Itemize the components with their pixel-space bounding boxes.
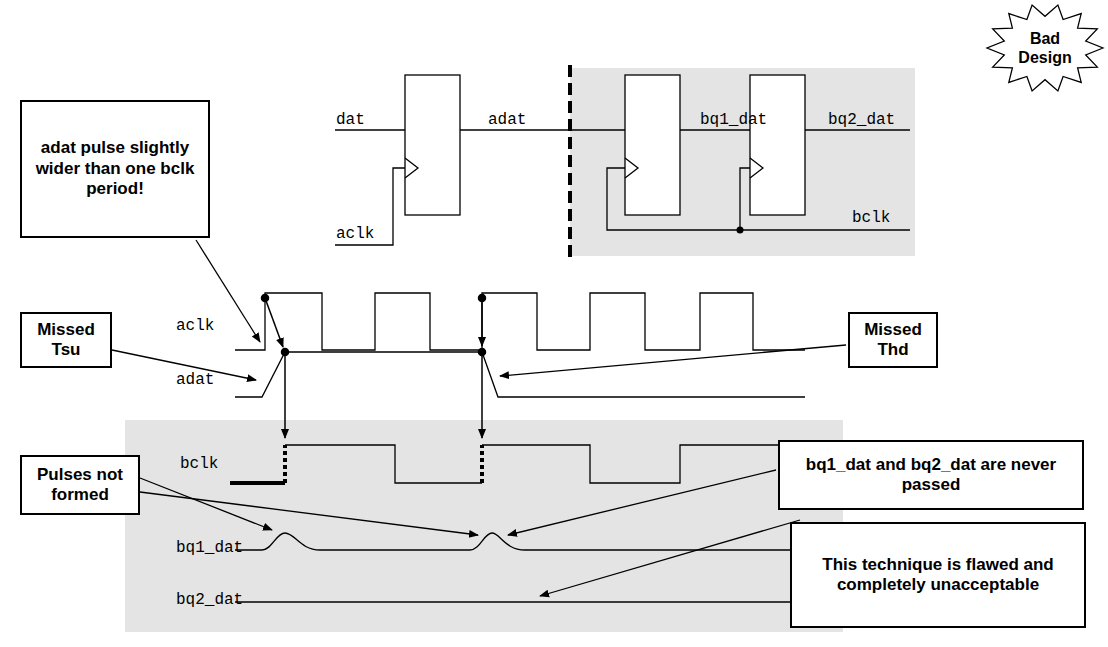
clock-domain-boundary — [568, 65, 572, 258]
waveforms — [235, 293, 838, 602]
signal-name: bclk — [852, 210, 890, 226]
warning-starburst: Bad Design — [985, 2, 1105, 94]
bclk-domain-region — [570, 68, 915, 256]
leader-lines — [112, 240, 846, 596]
signal-name: bq2_dat — [176, 592, 243, 608]
bclk-waveform-region — [125, 420, 843, 632]
callout-box: MissedTsu — [20, 312, 112, 368]
callout-text: bq1_dat and bq2_dat are never passed — [786, 455, 1076, 496]
schematic — [335, 75, 910, 245]
signal-name: dat — [336, 112, 365, 128]
signal-name: bq1_dat — [700, 112, 767, 128]
signal-name: bclk — [180, 456, 218, 472]
callout-text: This technique is flawed and completely … — [798, 555, 1078, 596]
callout-text: Pulses not formed — [28, 465, 132, 506]
signal-name: adat — [488, 112, 526, 128]
callout-box: bq1_dat and bq2_dat are never passed — [778, 440, 1084, 510]
callout-text: adat pulse slightly wider than one bclk … — [28, 138, 202, 199]
signal-name: bq2_dat — [828, 112, 895, 128]
signal-name: aclk — [176, 318, 214, 334]
callout-text: Missed — [37, 320, 95, 340]
timing-arrows — [262, 295, 486, 439]
callout-box: Pulses not formed — [20, 455, 140, 515]
callout-text: Thd — [877, 340, 908, 360]
callout-box: adat pulse slightly wider than one bclk … — [20, 100, 210, 238]
signal-name: adat — [176, 372, 214, 388]
signal-name: aclk — [336, 226, 374, 242]
note-box: This technique is flawed and completely … — [790, 522, 1086, 628]
callout-text: Missed — [864, 320, 922, 340]
callout-text: Tsu — [52, 340, 81, 360]
warning-text: Bad Design — [1014, 29, 1076, 67]
starburst-outline — [985, 2, 1105, 94]
callout-box: MissedThd — [848, 312, 938, 368]
signal-name: bq1_dat — [176, 540, 243, 556]
